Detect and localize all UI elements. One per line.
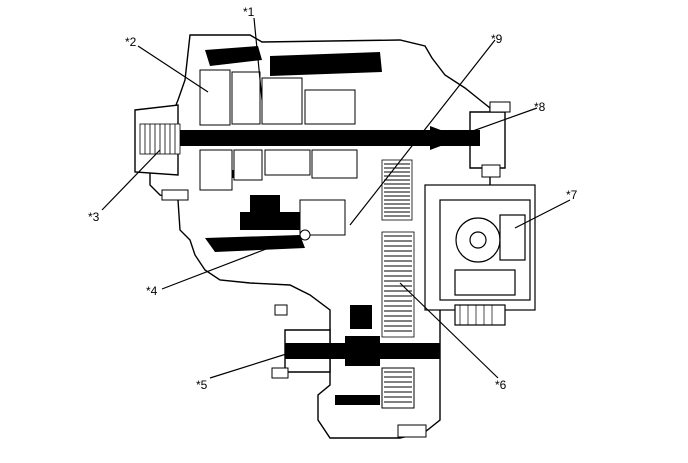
leader-lines: [101, 17, 571, 379]
callout-labels: *1 *2 *3 *4 *5 *6 *7 *8 *9: [88, 5, 578, 392]
leader-c3: [101, 149, 161, 211]
callout-c6: *6: [495, 378, 507, 392]
leader-c5: [209, 344, 316, 379]
callout-c5: *5: [196, 378, 208, 392]
leader-c8: [469, 107, 538, 133]
clutch-pack-upper: [381, 159, 413, 221]
clutch-pack-lower: [381, 231, 415, 338]
section-fills: [150, 46, 480, 405]
leader-c4: [161, 235, 301, 290]
leader-c9: [349, 39, 496, 226]
leader-c7: [514, 199, 571, 229]
callout-c9: *9: [491, 32, 503, 46]
callout-c7: *7: [566, 188, 578, 202]
input-spline: [139, 123, 181, 155]
callout-c2: *2: [125, 35, 137, 49]
leader-c6: [399, 282, 499, 379]
callout-c8: *8: [534, 100, 546, 114]
callout-c4: *4: [146, 284, 158, 298]
callout-c1: *1: [243, 5, 255, 19]
leader-c2: [137, 45, 209, 93]
gear-train-detail: [199, 69, 358, 241]
bolts: [161, 101, 511, 438]
clutch-pack-bottom: [381, 367, 415, 409]
callout-c3: *3: [88, 210, 100, 224]
leader-c1: [253, 17, 263, 101]
actuator-motor: [424, 184, 536, 326]
